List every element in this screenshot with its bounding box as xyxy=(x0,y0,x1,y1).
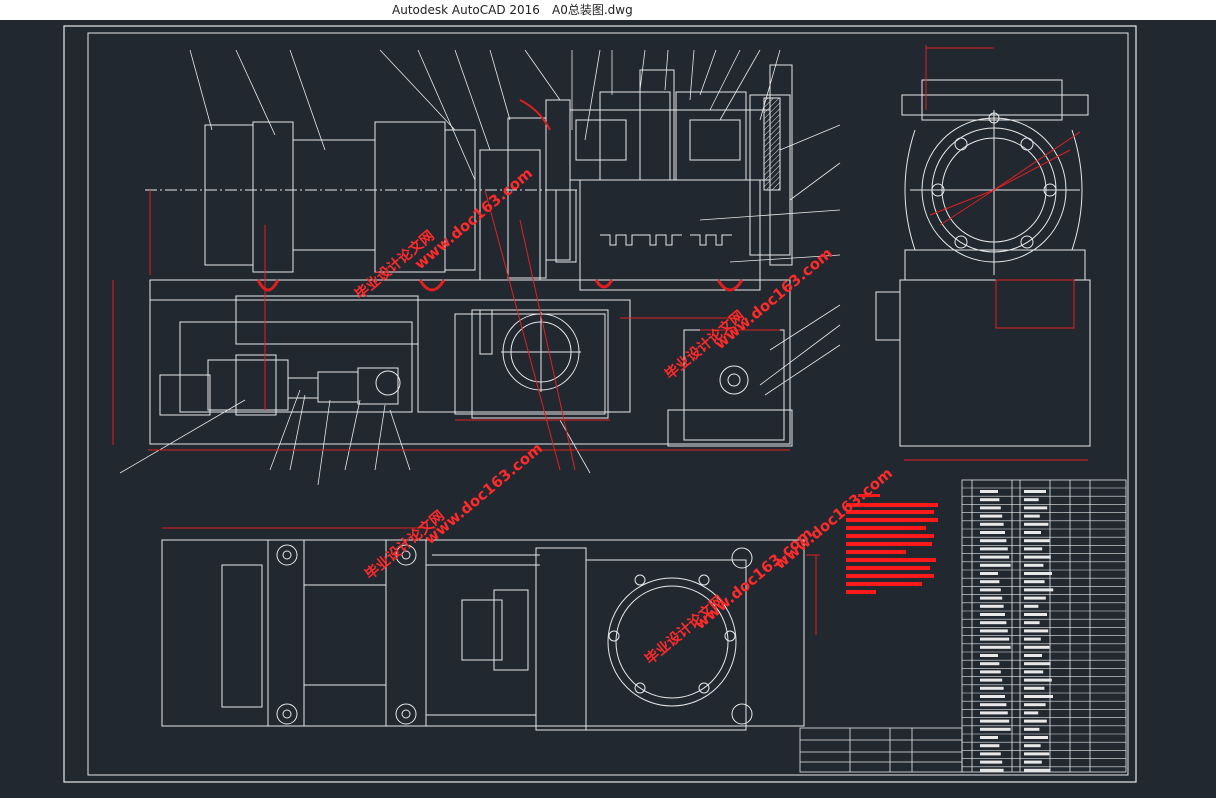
parts-list-cell-text xyxy=(980,531,1005,534)
parts-list-cell-text xyxy=(980,752,1001,756)
parts-list-cell-text xyxy=(980,506,1001,510)
parts-list-cell-text xyxy=(1024,604,1039,608)
app-title: Autodesk AutoCAD 2016 xyxy=(392,3,540,17)
parts-list-cell-text xyxy=(980,588,1001,592)
top-view xyxy=(161,539,805,731)
cad-drawing: www.doc163.com 毕业设计论文网 www.doc163.com 毕业… xyxy=(63,25,1137,783)
parts-list-cell-text xyxy=(980,719,1010,723)
watermark-1: www.doc163.com xyxy=(411,164,536,273)
parts-list-cell-text xyxy=(1024,686,1045,690)
parts-list-cell-text xyxy=(980,572,998,575)
technical-notes xyxy=(846,494,938,594)
parts-list-cell-text xyxy=(980,736,998,739)
parts-list-cell-text xyxy=(1024,695,1053,698)
sheet-inner-border xyxy=(87,32,1129,776)
parts-list-cell-text xyxy=(1024,563,1044,567)
parts-list-cell-text xyxy=(1024,760,1042,764)
parts-list-cell-text xyxy=(1024,645,1050,649)
parts-list-cell-text xyxy=(980,547,1008,551)
parts-list-cell-text xyxy=(1024,670,1044,674)
watermark-3: www.doc163.com xyxy=(711,244,836,353)
parts-list-cell-text xyxy=(1024,637,1041,641)
parts-list-cell-text xyxy=(1024,654,1042,657)
parts-list-cell-text xyxy=(980,555,1010,559)
parts-list-cell-text xyxy=(980,604,1004,608)
title-bar: Autodesk AutoCAD 2016 A0总装图.dwg xyxy=(0,0,1216,20)
parts-list-cell-text xyxy=(980,670,1001,674)
parts-list-cell-text xyxy=(1024,703,1046,707)
parts-list-cell-text xyxy=(1024,678,1052,682)
parts-list-cell-text xyxy=(1024,613,1047,616)
parts-list-cell-text xyxy=(1024,621,1040,625)
parts-list-cell-text xyxy=(1024,662,1051,666)
parts-list-cell-text xyxy=(1024,490,1046,493)
sheet-outer-border xyxy=(63,25,1137,783)
parts-list-cell-text xyxy=(980,662,1000,666)
drawing-canvas[interactable]: www.doc163.com 毕业设计论文网 www.doc163.com 毕业… xyxy=(0,20,1216,798)
parts-list-cell-text xyxy=(980,711,1008,715)
parts-list-cell-text xyxy=(980,760,1003,764)
parts-list-cell-text xyxy=(1024,531,1041,534)
parts-list-cell-text xyxy=(980,498,1000,502)
parts-list xyxy=(799,479,1127,773)
parts-list-cell-text xyxy=(980,637,1010,641)
watermark-5: www.doc163.com xyxy=(421,439,546,548)
parts-list-cell-text xyxy=(980,580,1000,584)
parts-list-cell-text xyxy=(980,695,1005,698)
parts-list-rows xyxy=(962,487,1126,768)
parts-list-cell-text xyxy=(980,613,1005,616)
parts-list-cell-text xyxy=(1024,514,1040,518)
parts-list-cell-text xyxy=(1024,572,1052,575)
parts-list-cell-text xyxy=(980,629,1008,633)
parts-list-cell-text xyxy=(980,645,1011,649)
parts-list-cell-text xyxy=(1024,768,1051,772)
parts-list-cell-text xyxy=(1024,736,1048,739)
parts-list-cell-text xyxy=(980,654,998,657)
parts-list-text xyxy=(980,490,1054,772)
parts-list-cell-text xyxy=(980,522,1004,526)
front-dimensions xyxy=(112,189,790,471)
parts-list-cell-text xyxy=(980,596,1003,600)
parts-list-cell-text xyxy=(1024,539,1050,543)
parts-list-cell-text xyxy=(980,621,1007,625)
parts-list-cell-text xyxy=(1024,498,1039,502)
parts-list-cell-text xyxy=(980,678,1003,682)
parts-list-cell-text xyxy=(1024,506,1048,510)
parts-list-cell-text xyxy=(980,563,1011,567)
parts-list-cell-text xyxy=(980,727,1011,731)
parts-list-cell-text xyxy=(980,703,1007,707)
parts-list-cell-text xyxy=(1024,629,1049,633)
document-title: A0总装图.dwg xyxy=(552,3,633,17)
parts-list-cell-text xyxy=(1024,555,1051,559)
parts-list-cell-text xyxy=(980,490,998,493)
parts-list-cell-text xyxy=(980,514,1003,518)
parts-list-cell-text xyxy=(1024,744,1041,748)
parts-list-cell-text xyxy=(980,686,1004,690)
watermarks: www.doc163.com 毕业设计论文网 www.doc163.com 毕业… xyxy=(352,164,896,668)
watermark-8: 毕业设计论文网 xyxy=(642,592,728,668)
parts-list-cell-text xyxy=(1024,727,1040,731)
parts-list-cell-text xyxy=(1024,596,1046,600)
parts-list-cell-text xyxy=(1024,711,1039,715)
parts-list-cell-text xyxy=(1024,588,1054,592)
parts-list-cell-text xyxy=(1024,752,1050,756)
top-dimensions xyxy=(162,527,820,635)
parts-list-cell-text xyxy=(1024,719,1047,723)
parts-list-cell-text xyxy=(1024,522,1049,526)
side-view xyxy=(875,79,1091,447)
parts-list-cell-text xyxy=(1024,547,1043,551)
side-dimensions xyxy=(904,45,1088,461)
parts-list-cell-text xyxy=(980,539,1007,543)
parts-list-cell-text xyxy=(980,768,1004,772)
parts-list-cell-text xyxy=(1024,580,1045,584)
parts-list-cell-text xyxy=(980,744,1000,748)
